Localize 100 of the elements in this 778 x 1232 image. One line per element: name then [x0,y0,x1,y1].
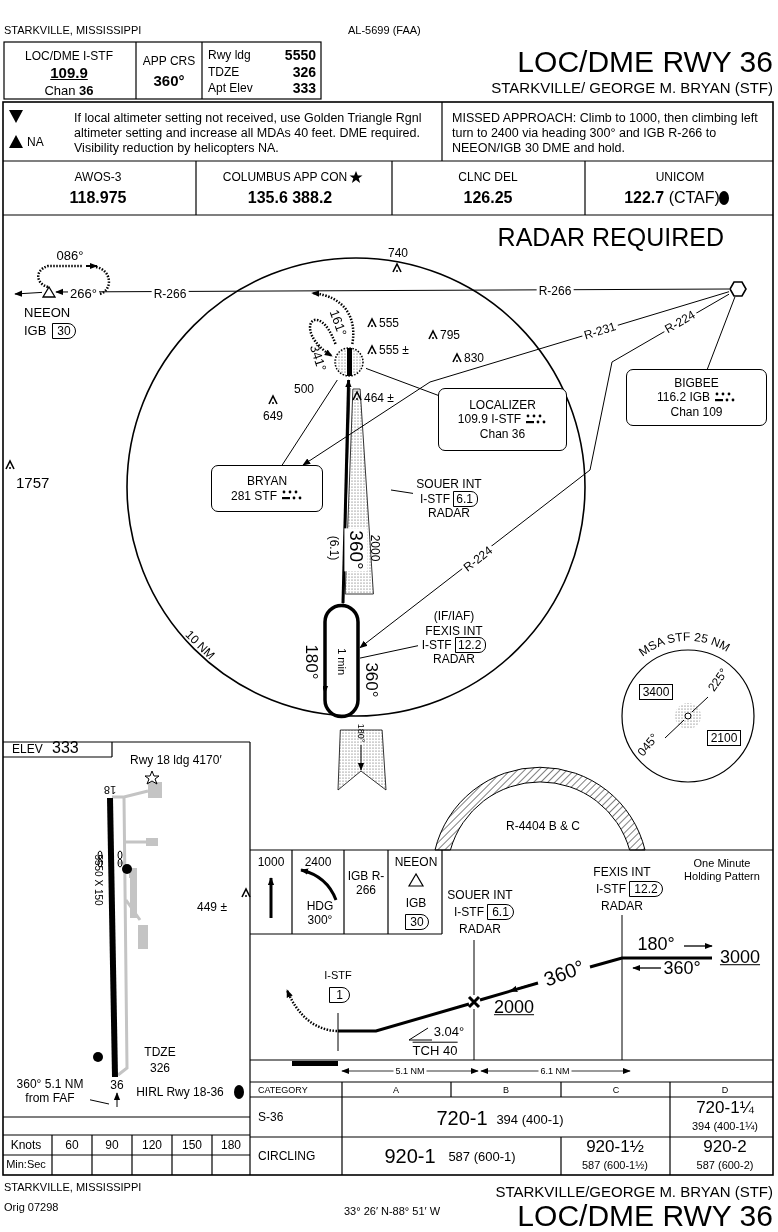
distance-label: (6.1) [326,535,342,561]
dme-value: 30 [57,323,71,339]
course-label: 360° [540,954,588,992]
frequency-label: AWOS-3 [74,169,122,185]
minimums-value: 920-1½ [586,1136,644,1158]
runway-dimensions: 5550 X 150 [92,854,104,906]
table-cell: S-36 [258,1109,284,1125]
radial-line [302,291,730,466]
airport-drawing [332,344,366,380]
table-cell: 150 [182,1137,202,1153]
spot-elevation: 555 [379,315,400,331]
procedure-title: LOC/DME RWY 36 [517,44,773,80]
altitude-label: 2400 [304,854,332,870]
procedure-title: LOC/DME RWY 36 [517,1199,773,1232]
fix-triangle-icon [42,286,56,298]
table-cell: Knots [10,1137,42,1153]
spot-elevation: 795 [440,327,461,343]
navaid-identifier: IGB [405,895,427,911]
dme-value: 12.2 [634,881,658,897]
course-arrow [14,290,43,297]
minimums-detail: 587 (600-1) [448,1149,516,1165]
navaid-box [626,369,767,426]
location-name: STARKVILLE, MISSISSIPPI [4,24,142,38]
airport-name: STARKVILLE/ GEORGE M. BRYAN (STF) [491,79,773,97]
fix-name: FEXIS INT [593,864,651,880]
dme-box [487,904,514,920]
dme-value: 30 [410,914,424,930]
threshold-crossing-height: TCH 40 [412,1041,458,1059]
navaid-name: BRYAN [246,474,288,489]
minimums-value: 920-2 [703,1136,747,1158]
fix-note: RADAR [428,506,470,521]
leader-line [359,645,419,659]
dme-box [52,323,76,339]
altitude-value: 3400 [642,684,670,700]
spot-elevation: 740 [388,245,408,261]
fix-name: FEXIS INT [425,623,483,638]
frequency: 135.6 388.2 [247,188,333,208]
dimension-label: 5.1 NM [393,1065,427,1077]
table-cell: 60 [65,1137,79,1153]
leader-line [365,367,439,396]
navaid-box [438,388,567,451]
field-label: ELEV [12,741,43,757]
frequency-identifier: 109.9 I-STF [457,412,522,427]
runway-number: 18 [103,782,117,796]
runway-note: Rwy 18 ldg 4170′ [130,752,222,768]
spot-elevation: 830 [464,350,485,366]
approach-identifier: LOC/DME I-STF [25,48,113,64]
field-label: APP CRS [142,53,196,69]
table-header: B [503,1084,509,1096]
chart-note: One Minute Holding Pattern [683,856,761,884]
fix-note: RADAR [601,898,643,914]
table-header: A [393,1084,399,1096]
dimension-label: 6.1 NM [538,1065,572,1077]
missed-approach-arrow [311,290,355,345]
note-paragraph: MISSED APPROACH: Climb to 1000, then climbing left turn to 2400 via heading 300° and IGB R-266 to NEEON/IGB 30 DME and hold. [452,110,759,156]
fix-note: RADAR [433,652,475,667]
spot-elevation: 649 [263,408,283,424]
course-label: 161° [326,307,350,339]
frequency-identifier: 281 STF [231,488,277,503]
course-label: 180° [301,644,322,680]
frequency-label: CLNC DEL [458,169,518,185]
spot-elevation: 464 ± [364,390,394,406]
lighting-note: HIRL Rwy 18-36 [136,1084,224,1100]
airspace-label: R-4404 B & C [506,818,580,834]
table-cell: 180 [221,1137,241,1153]
chart-number: AL-5699 (FAA) [348,24,421,38]
field-label: TDZE [144,1044,176,1060]
minimums-detail: 394 (400-1) [496,1112,564,1128]
msa-label: MSA STF 25 NM [636,629,733,660]
spot-elevation: 449 ± [197,899,227,915]
table-header: CATEGORY [258,1084,308,1096]
channel-number: Chan 36 [44,83,94,99]
fix-name: SOUER INT [416,477,482,492]
field-value: 326 [150,1060,170,1076]
dme-fix-label: I-STF 12.2 [421,638,487,653]
leader-line [89,1099,110,1105]
table-header: D [721,1084,729,1096]
dme-value: 1 [336,987,343,1003]
note-text: NA [27,134,44,150]
channel-number: Chan 36 [479,426,526,442]
altitude-label: 2000 [367,534,383,562]
frequency-label: COLUMBUS APP CON [222,169,348,185]
channel-number: Chan 109 [670,404,723,420]
frequency: 109.9 [50,64,88,82]
minimums-detail: 587 (600-1½) [582,1159,648,1173]
minimums-detail: 394 (400-1¼) [692,1120,758,1134]
heading-label: HDG 300° [305,898,335,928]
course-label: 180° [355,723,367,743]
navaid-box [211,465,323,512]
frequency-label: UNICOM [655,169,705,185]
course-label: 360° [344,528,368,572]
altitude-value: 2100 [710,730,738,746]
navaid-identifier: IGB [24,323,47,339]
altitude-label: 3000 [720,947,760,969]
minimums-value: 920-1 [384,1144,436,1168]
minimums-value: 720-1 [436,1106,488,1130]
radial-label: IGB R-266 [346,868,386,898]
airport-name: STARKVILLE/GEORGE M. BRYAN (STF) [495,1183,773,1201]
frequency-identifier: 116.2 IGB [656,390,711,405]
approach-note: 360° 5.1 NM from FAF [15,1076,85,1106]
